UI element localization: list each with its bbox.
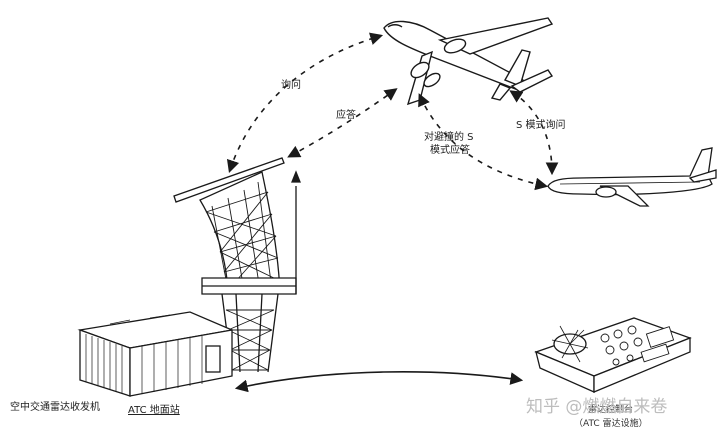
aircraft-small-icon	[547, 147, 717, 207]
watermark-text: 知乎 @燃燃自来卷	[526, 397, 667, 417]
interrogation-path	[226, 32, 384, 174]
tcas-reply-label-line2: 模式应答	[430, 143, 470, 156]
ground-station-building-icon	[77, 311, 235, 397]
ground-link-arrow	[234, 371, 524, 393]
reply-path	[287, 88, 398, 158]
radar-facility-label-line2: （ATC 雷达设施）	[574, 417, 648, 429]
s-mode-interrogation-path	[509, 90, 559, 176]
tcas-reply-label-line1: 对避撞的 S	[424, 130, 474, 143]
aircraft-large-icon	[383, 17, 554, 106]
signal-paths	[226, 32, 559, 191]
ground-station-label: ATC 地面站	[128, 403, 180, 416]
interrogation-label: 询问	[281, 78, 301, 91]
reply-label: 应答	[336, 108, 356, 121]
s-mode-interrogation-label: S 模式询问	[516, 118, 566, 131]
radar-facility-label-line1: 雷达控制台	[588, 403, 633, 415]
transceiver-label: 空中交通雷达收发机	[10, 400, 100, 413]
radar-console-icon	[534, 317, 692, 394]
